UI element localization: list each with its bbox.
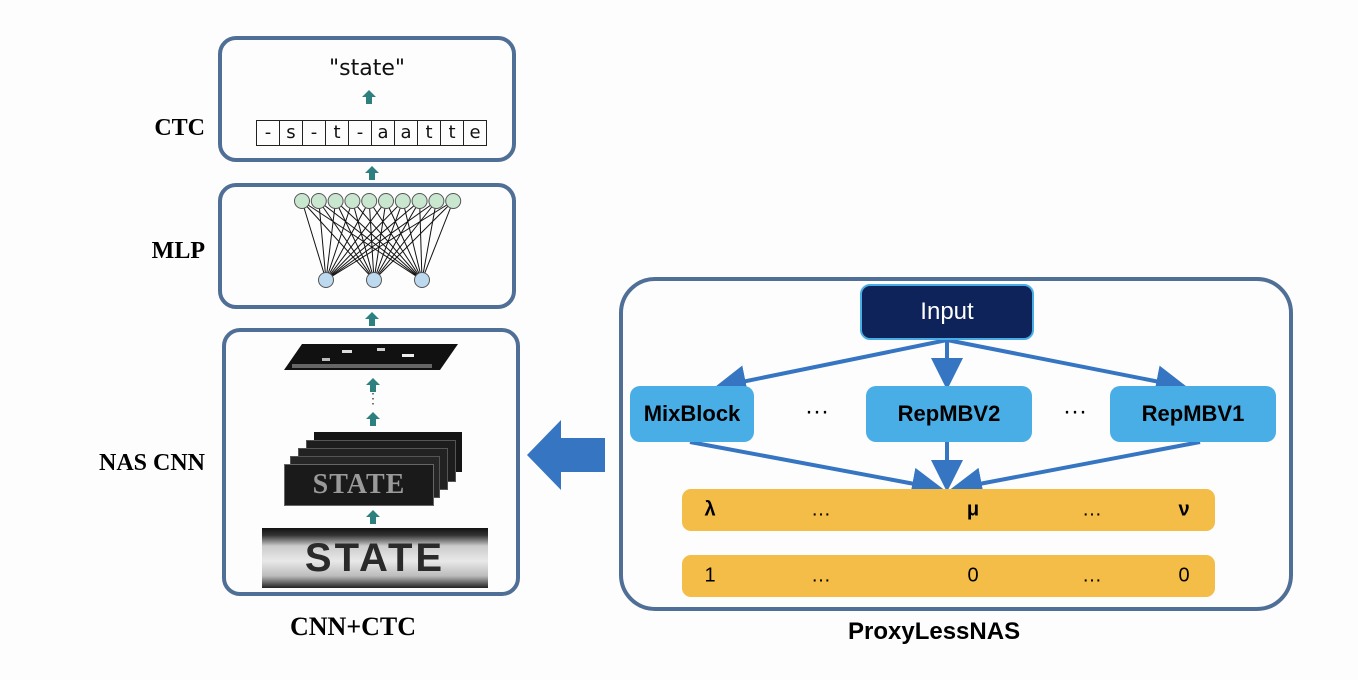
weight-ellipsis-2: …: [1082, 498, 1102, 521]
mlp-connection: [325, 200, 454, 281]
gate-ellipsis-2: …: [1082, 564, 1102, 587]
ctc-sequence-cell: t: [417, 121, 440, 145]
mlp-connection: [335, 200, 423, 281]
arrow-up-icon: [366, 412, 380, 426]
arrow-up-icon: [365, 166, 379, 180]
block-ellipsis-right: ···: [1063, 398, 1087, 425]
mlp-output-node: [310, 193, 327, 209]
mlp-connection: [373, 200, 437, 281]
ctc-sequence-cell: t: [440, 121, 463, 145]
block-ellipsis-left: ···: [805, 398, 829, 425]
mlp-connection: [301, 200, 327, 281]
mlp-connection: [325, 200, 437, 281]
mlp-connection: [368, 200, 375, 281]
arrow-up-icon: [366, 378, 380, 392]
weight-mu: μ: [966, 498, 980, 521]
mlp-connection: [301, 200, 375, 281]
ctc-sequence-cell: e: [463, 121, 486, 145]
mlp-connection: [325, 200, 404, 281]
mlp-connection: [325, 200, 420, 281]
mlp-connection: [419, 200, 423, 281]
nas-cnn-panel: ⋮ STATE STATE: [222, 328, 520, 596]
mlp-connection: [373, 200, 421, 281]
ctc-sequence-cell: -: [302, 121, 325, 145]
feature-map-word: STATE: [284, 464, 434, 506]
gate-value-2: 0: [967, 564, 979, 587]
ctc-output-text: "state": [329, 56, 405, 81]
input-image: STATE: [262, 528, 488, 588]
mlp-connection: [385, 200, 423, 281]
mlp-output-node: [445, 193, 462, 209]
repmbv1-box: RepMBV1: [1110, 386, 1276, 442]
ctc-sequence-cell: a: [394, 121, 417, 145]
mlp-connection: [318, 200, 327, 281]
mlp-output-node: [411, 193, 428, 209]
mlp-output-node: [428, 193, 445, 209]
mlp-connection: [402, 200, 423, 281]
ctc-sequence-cell: a: [371, 121, 394, 145]
mlp-connection: [335, 200, 375, 281]
mlp-output-node: [394, 193, 411, 209]
proxylessnas-caption: ProxyLessNAS: [848, 618, 1021, 645]
weight-nu: ν: [1178, 498, 1190, 521]
mlp-connection: [325, 200, 353, 281]
repmbv2-box: RepMBV2: [866, 386, 1032, 442]
weight-lambda: λ: [704, 498, 716, 521]
gate-ellipsis-1: …: [811, 564, 831, 587]
mlp-connection: [325, 200, 337, 281]
mlp-input-node: [366, 272, 382, 288]
mlp-output-node: [294, 193, 310, 209]
mlp-connection: [421, 200, 454, 281]
gate-value-3: 0: [1178, 564, 1190, 587]
arrow-up-icon: [365, 312, 379, 326]
mlp-output-node: [378, 193, 394, 209]
mlp-connection: [325, 200, 370, 281]
mlp-connection: [325, 200, 387, 281]
mlp-connection: [318, 200, 423, 281]
layer-label-nas-cnn: NAS CNN: [98, 450, 205, 476]
vertical-ellipsis: ⋮: [366, 390, 380, 406]
feature-map-top: [284, 344, 458, 370]
feature-map-stack: STATE: [284, 432, 464, 542]
weight-ellipsis-1: …: [811, 498, 831, 521]
mixblock-box: MixBlock: [630, 386, 754, 442]
mlp-connection: [352, 200, 423, 281]
layer-label-ctc: CTC: [154, 115, 205, 141]
input-box: Input: [860, 284, 1034, 340]
cnn-ctc-caption: CNN+CTC: [290, 612, 417, 641]
mlp-panel: [218, 183, 516, 309]
binary-gate-bar: 1 … 0 … 0: [682, 555, 1215, 597]
mlp-connection: [373, 200, 404, 281]
arrow-left-icon: [527, 420, 605, 490]
mlp-connection: [351, 200, 375, 281]
arrow-up-icon: [362, 90, 376, 104]
ctc-sequence-cell: -: [348, 121, 371, 145]
mlp-input-node: [414, 272, 430, 288]
input-image-word: STATE: [304, 536, 446, 580]
mlp-output-node: [361, 193, 378, 209]
layer-label-mlp: MLP: [151, 238, 205, 264]
ctc-sequence-cell: t: [325, 121, 348, 145]
arrow-up-icon: [366, 510, 380, 524]
mlp-connection: [318, 200, 375, 281]
ctc-sequence-cell: s: [279, 121, 302, 145]
mlp-connection: [373, 200, 454, 281]
mlp-output-node: [327, 193, 344, 209]
mlp-connection: [373, 200, 387, 281]
mlp-connection: [368, 200, 423, 281]
mlp-connection: [421, 200, 437, 281]
mlp-input-node: [318, 272, 334, 288]
mlp-output-node: [344, 193, 361, 209]
mlp-network: [294, 193, 462, 288]
weights-bar: λ … μ … ν: [682, 489, 1215, 531]
ctc-sequence-cell: -: [264, 122, 272, 143]
mlp-connection: [301, 200, 423, 281]
gate-value-1: 1: [704, 564, 716, 587]
